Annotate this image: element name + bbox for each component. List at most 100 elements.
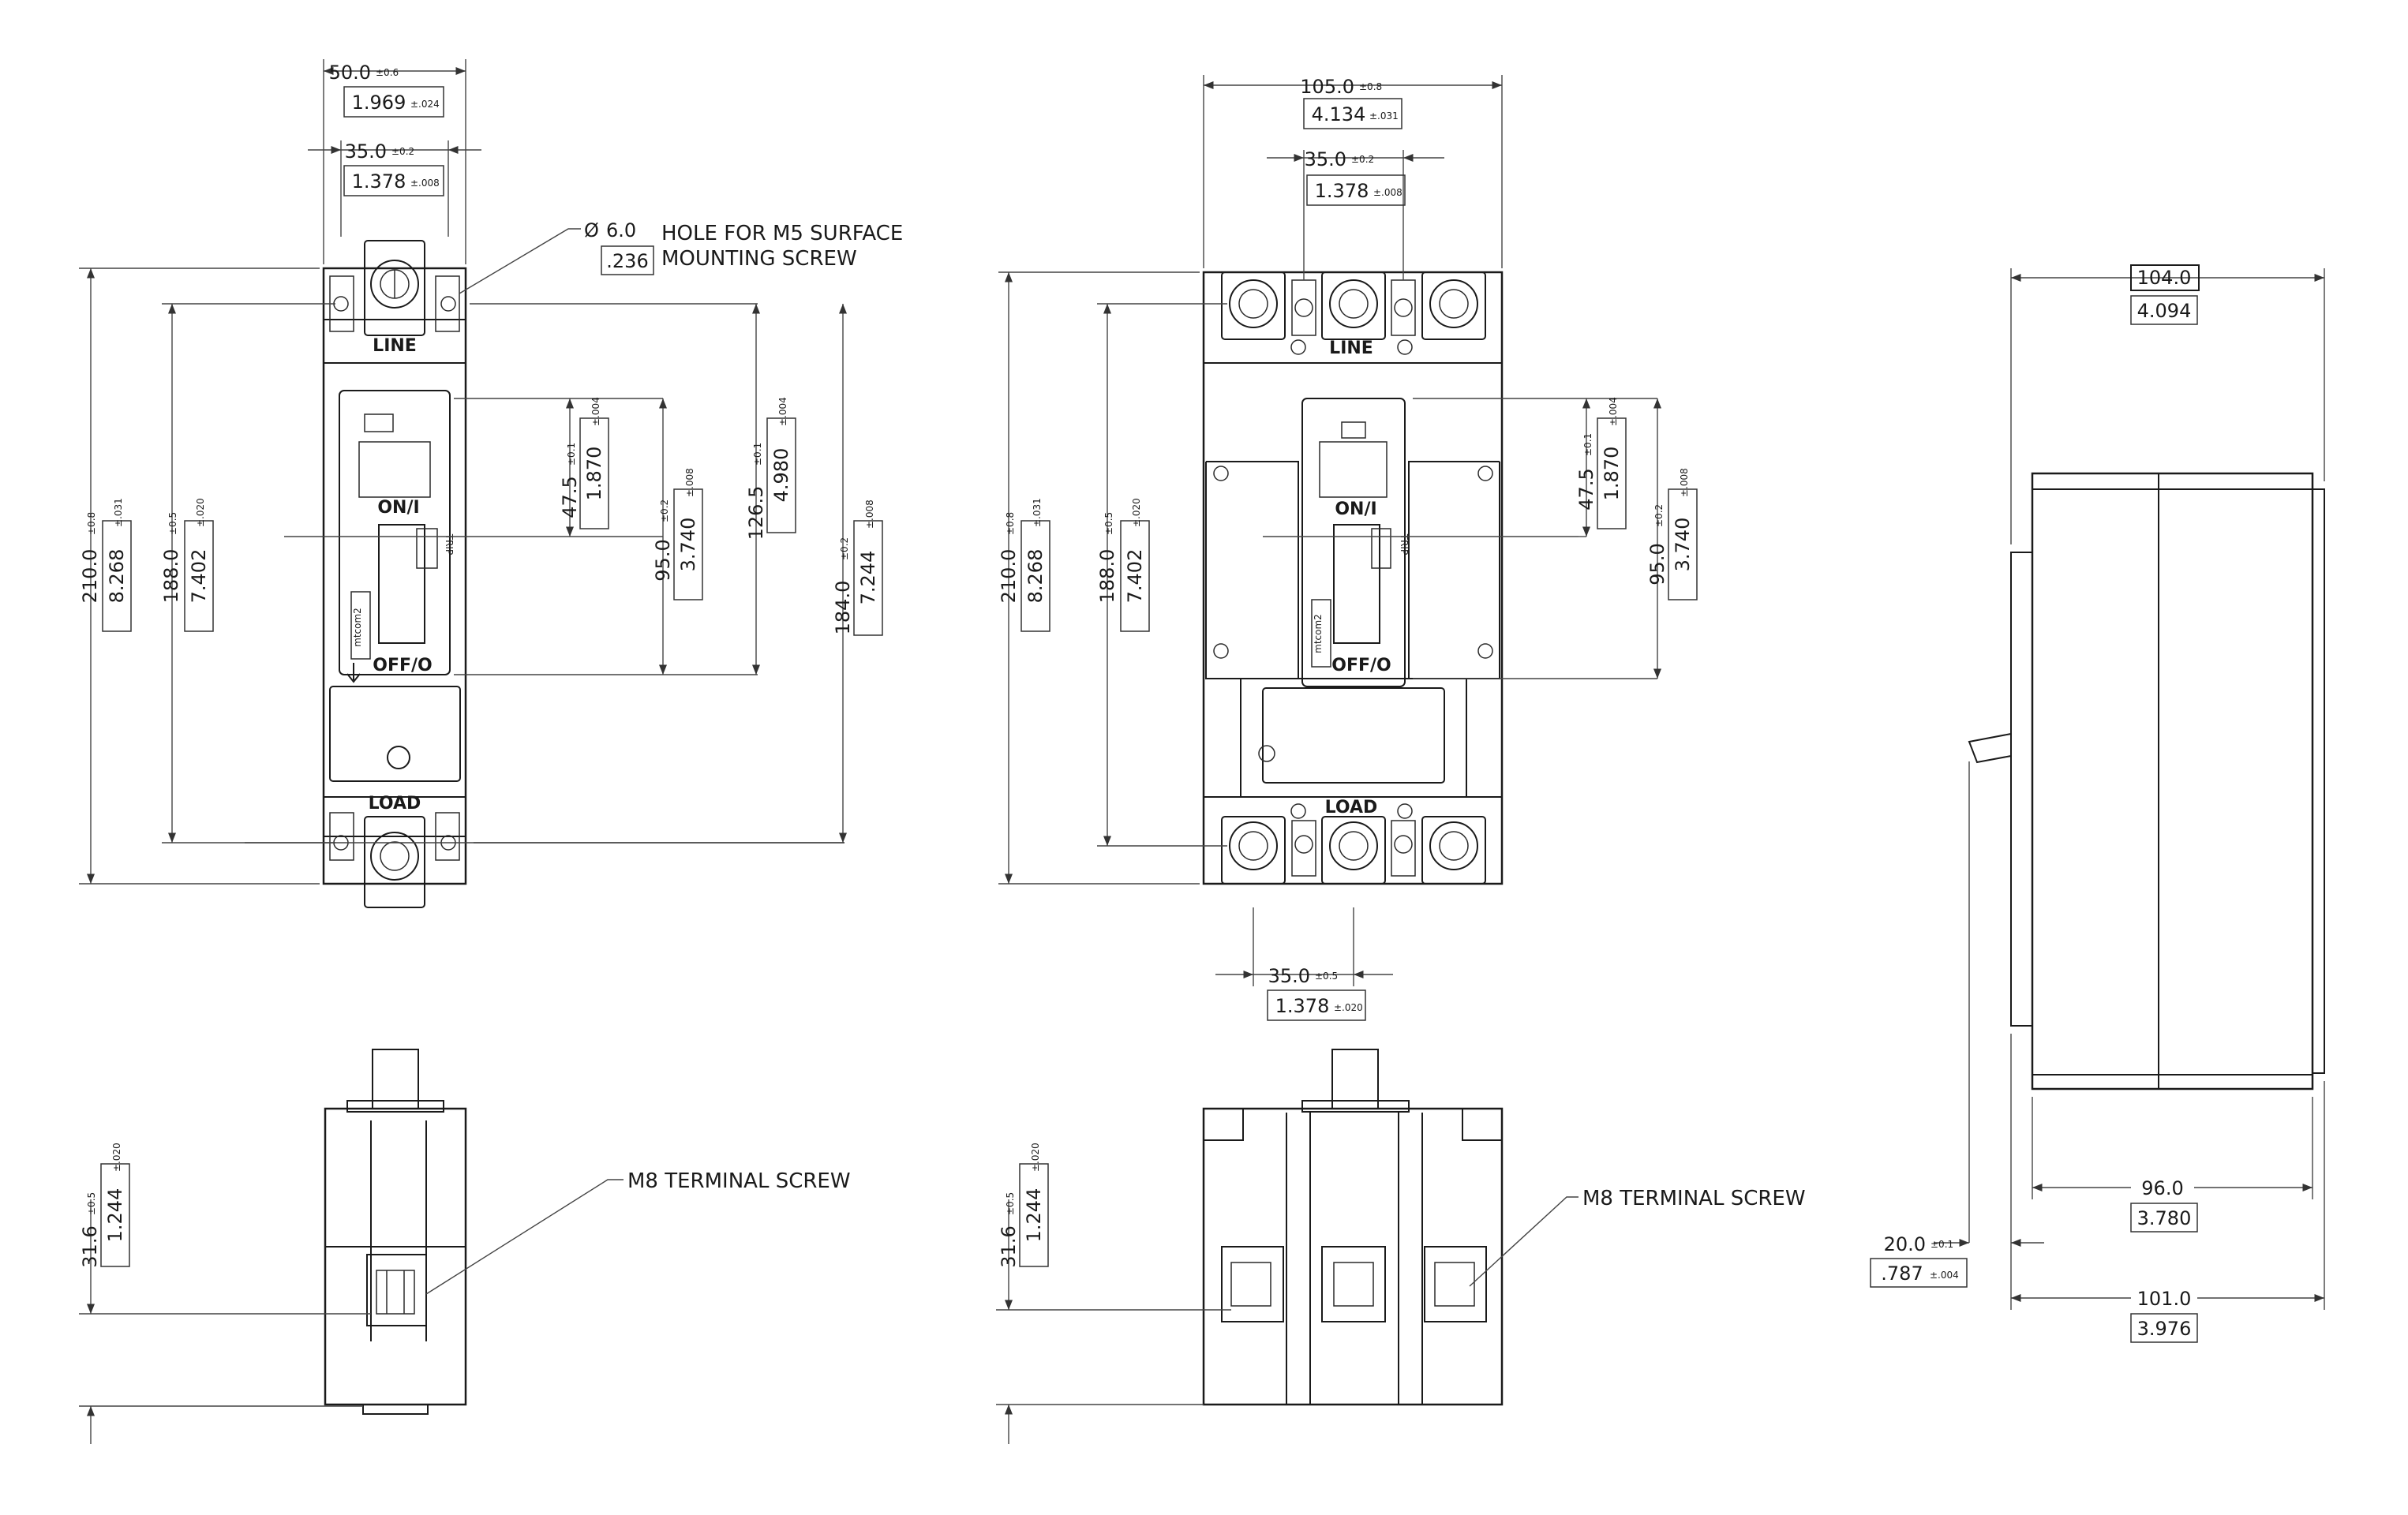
svg-text:47.5: 47.5 — [1575, 468, 1597, 510]
reset-button-icon — [1258, 745, 1275, 762]
line-label: LINE — [373, 336, 417, 356]
on-label-3p: ON/I — [1335, 499, 1376, 519]
svg-text:1.969: 1.969 — [352, 92, 406, 114]
svg-text:3.740: 3.740 — [677, 518, 699, 572]
svg-text:HOLE FOR M5 SURFACE: HOLE FOR M5 SURFACE — [661, 222, 903, 245]
svg-text:35.0: 35.0 — [1268, 965, 1310, 987]
svg-text:3.976: 3.976 — [2137, 1318, 2192, 1340]
svg-text:±.020: ±.020 — [111, 1143, 122, 1172]
svg-text:96.0: 96.0 — [2141, 1177, 2183, 1199]
svg-text:±0.2: ±0.2 — [1351, 154, 1374, 165]
terminal-screw-icon — [376, 1270, 415, 1315]
three-pole-front-view: LINE ON/I TRIP mtcom2 OFF/O LOAD — [1202, 271, 1578, 885]
handle-stub — [372, 1049, 419, 1109]
svg-text:±.008: ±.008 — [1373, 187, 1402, 198]
mounting-hole-icon — [1294, 298, 1313, 317]
svg-text:104.0: 104.0 — [2137, 267, 2192, 289]
svg-text:4.134: 4.134 — [1312, 103, 1366, 125]
line-label-3p: LINE — [1329, 339, 1373, 358]
mounting-hole-icon — [1394, 298, 1413, 317]
svg-text:31.6: 31.6 — [79, 1225, 101, 1267]
brand-badge — [350, 591, 371, 660]
side-dimensions: 104.0 4.094 96.0 3.780 101.0 3.976 20.0 … — [1870, 264, 2325, 1343]
svg-text:95.0: 95.0 — [652, 539, 674, 581]
svg-text:50.0: 50.0 — [329, 62, 371, 84]
single-pole-body — [322, 267, 467, 885]
terminal-screw-icon — [1230, 1262, 1271, 1307]
svg-text:1.378: 1.378 — [352, 170, 406, 193]
svg-text:3.740: 3.740 — [1672, 518, 1694, 572]
svg-text:7.402: 7.402 — [188, 549, 210, 604]
terminal-screw-note-mid: M8 TERMINAL SCREW — [1582, 1187, 1806, 1210]
load-terminal-screw-icon — [1329, 821, 1378, 870]
svg-text:±.031: ±.031 — [1369, 110, 1399, 122]
svg-text:7.244: 7.244 — [857, 551, 879, 605]
left-height-dimensions: 210.0 ±0.8 8.268 ±.031 188.0 ±0.5 7.402 … — [79, 267, 883, 885]
svg-text:±.020: ±.020 — [1030, 1143, 1041, 1172]
svg-text:.787: .787 — [1881, 1262, 1923, 1285]
svg-text:±.031: ±.031 — [113, 498, 124, 527]
svg-text:188.0: 188.0 — [160, 549, 182, 604]
svg-text:35.0: 35.0 — [1305, 148, 1346, 170]
svg-text:±0.5: ±0.5 — [1103, 512, 1114, 535]
svg-text:±.020: ±.020 — [195, 498, 206, 527]
three-pole-bottom-view: M8 TERMINAL SCREW 31.6 ±0.5 1.244 ±.020 — [996, 1049, 1806, 1444]
trip-label: TRIP — [444, 533, 455, 555]
svg-text:±.008: ±.008 — [1679, 468, 1690, 497]
on-label: ON/I — [377, 498, 419, 518]
svg-text:±.008: ±.008 — [410, 178, 440, 189]
svg-text:±.031: ±.031 — [1032, 498, 1043, 527]
svg-text:±0.1: ±0.1 — [566, 443, 577, 466]
single-pole-front-view: LINE ON/I TRIP mtcom2 OFF/O LOAD — [284, 240, 568, 908]
svg-text:31.6: 31.6 — [998, 1225, 1020, 1267]
svg-text:95.0: 95.0 — [1646, 543, 1668, 585]
svg-text:±0.6: ±0.6 — [376, 67, 399, 78]
terminal-screw-icon — [1434, 1262, 1475, 1307]
line-terminal-screw-icon — [1229, 279, 1278, 328]
svg-text:1.378: 1.378 — [1315, 180, 1369, 202]
svg-text:±0.1: ±0.1 — [1582, 433, 1593, 456]
svg-text:1.870: 1.870 — [583, 447, 605, 501]
terminal-screw-note-left: M8 TERMINAL SCREW — [627, 1169, 851, 1193]
svg-text:±0.5: ±0.5 — [167, 512, 178, 535]
svg-text:210.0: 210.0 — [998, 549, 1020, 604]
svg-text:±.004: ±.004 — [777, 397, 788, 426]
svg-text:±.008: ±.008 — [864, 499, 875, 529]
side-profile-view — [1968, 472, 2325, 1090]
svg-text:±0.2: ±0.2 — [839, 537, 850, 560]
svg-text:±0.8: ±0.8 — [86, 512, 97, 535]
terminal-screw-icon — [1333, 1262, 1374, 1307]
line-terminal-screw-icon — [1429, 279, 1478, 328]
mounting-hole-note: Ø 6.0 .236 HOLE FOR M5 SURFACE MOUNTING … — [459, 219, 903, 294]
three-pole-body — [1202, 271, 1504, 885]
off-label: OFF/O — [373, 656, 433, 675]
svg-text:±.004: ±.004 — [590, 397, 601, 426]
svg-text:±.020: ±.020 — [1334, 1002, 1363, 1013]
off-arrow-icon — [346, 663, 361, 683]
svg-text:35.0: 35.0 — [345, 140, 387, 163]
svg-text:4.094: 4.094 — [2137, 300, 2192, 322]
svg-text:±.024: ±.024 — [410, 99, 440, 110]
toggle-handle — [378, 524, 425, 644]
svg-text:±.020: ±.020 — [1131, 498, 1142, 527]
svg-text:±0.5: ±0.5 — [1005, 1192, 1016, 1215]
svg-text:101.0: 101.0 — [2137, 1288, 2192, 1310]
load-label-3p: LOAD — [1325, 798, 1378, 817]
svg-text:47.5: 47.5 — [559, 476, 581, 518]
svg-text:±0.8: ±0.8 — [1359, 81, 1382, 92]
svg-text:.236: .236 — [606, 250, 648, 272]
svg-text:1.870: 1.870 — [1601, 447, 1623, 501]
load-terminal-screw-icon — [1429, 821, 1478, 870]
svg-text:1.378: 1.378 — [1275, 995, 1330, 1017]
trip-label-3p: TRIP — [1399, 533, 1410, 555]
left-width-dimensions: 50.0 ±0.6 1.969 ±.024 35.0 ±0.2 1.378 ±.… — [308, 59, 481, 264]
svg-text:±.008: ±.008 — [684, 468, 695, 497]
toggle-handle-3p — [1333, 524, 1380, 644]
svg-text:1.244: 1.244 — [1023, 1188, 1045, 1243]
svg-text:7.402: 7.402 — [1124, 549, 1146, 604]
svg-text:±0.1: ±0.1 — [752, 443, 763, 466]
middle-height-dimensions: 210.0 ±0.8 8.268 ±.031 188.0 ±0.5 7.402 … — [998, 271, 1698, 885]
line-terminal-screw-icon — [1329, 279, 1378, 328]
middle-width-dimensions: 105.0 ±0.8 4.134 ±.031 35.0 ±0.2 1.378 ±… — [1203, 75, 1503, 1021]
